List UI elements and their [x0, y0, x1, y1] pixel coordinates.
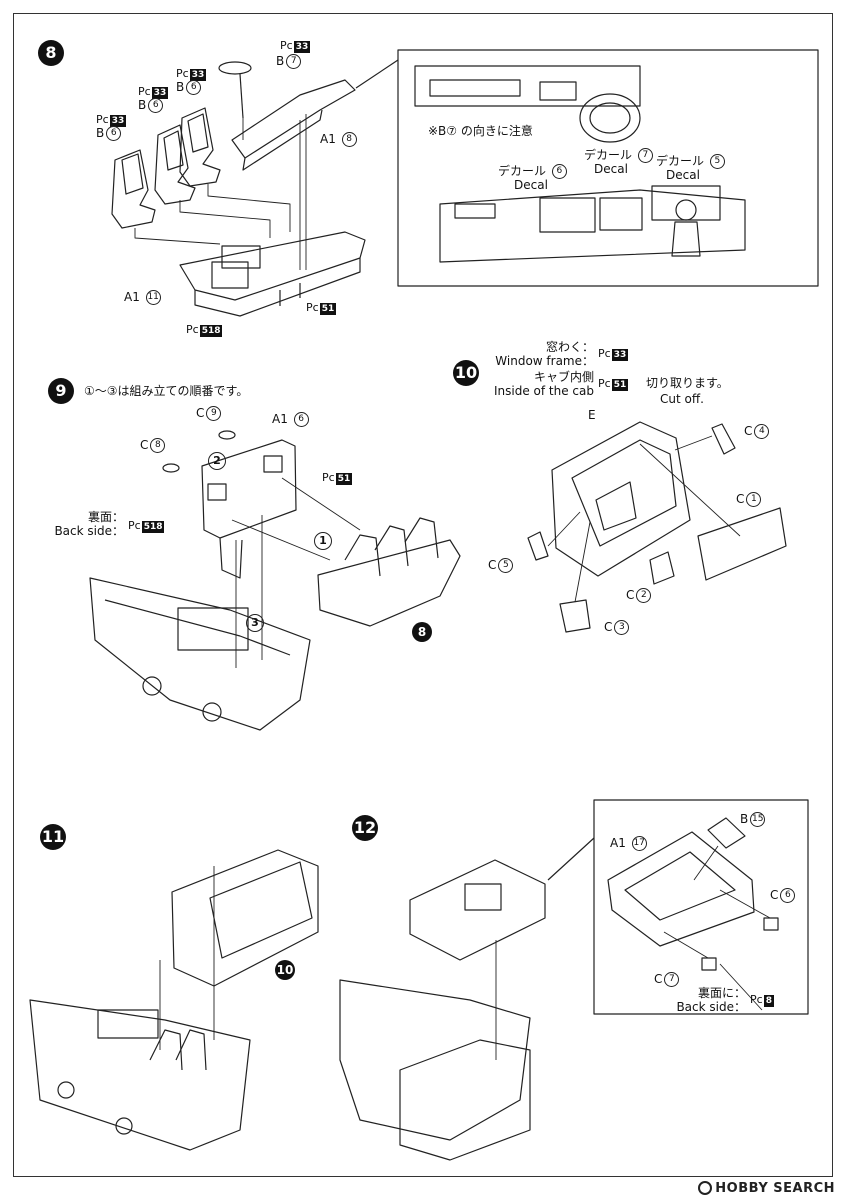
part-c6: [763, 917, 779, 931]
callout8-dash-top: [414, 65, 641, 107]
window-frame-jp: 窓わく：: [545, 340, 594, 354]
order-1: 1: [312, 532, 332, 550]
part-c8: [162, 463, 180, 473]
ref-step-10: 10: [275, 960, 295, 980]
ref-step-8: 8: [412, 622, 432, 642]
seat-assembly-9: [317, 517, 461, 627]
cab-11: [171, 849, 319, 987]
back-side12-en: Back side：: [676, 1000, 746, 1014]
part-label-a1-11: A1 11: [124, 290, 161, 305]
orientation-note: ※B⑦ の向きに注意: [428, 124, 533, 138]
callout8-wheel-zoom: [579, 93, 641, 143]
seat-left: [111, 149, 156, 229]
step-number-8: 8: [38, 40, 64, 66]
step-number-9: 9: [48, 378, 74, 404]
decal-label-7: デカール 7: [584, 148, 653, 163]
dashboard-part: [231, 79, 356, 171]
callout12-part: [607, 831, 755, 947]
chassis-12: [339, 979, 531, 1161]
order-3: 3: [244, 614, 264, 632]
callout8-dash-panel: [439, 185, 746, 263]
decal-label-6-en: Decal: [514, 178, 548, 192]
part-label-e: E: [588, 408, 596, 422]
cab-floor: [179, 231, 366, 317]
part-label-a1-6: A1 6: [272, 412, 309, 427]
steering-wheel: [218, 61, 252, 119]
page-frame: [13, 13, 833, 1177]
order-2: 2: [206, 452, 226, 470]
decal-label-5-en: Decal: [666, 168, 700, 182]
chassis-9: [89, 577, 311, 731]
decal-label-6: デカール 6: [498, 164, 567, 179]
cab-roof-12: [409, 859, 546, 961]
part-c7: [701, 957, 717, 971]
hobbysearch-logo-icon: [698, 1181, 713, 1195]
window-frame-en: Window frame：: [495, 354, 594, 368]
decal-label-7-en: Decal: [594, 162, 628, 176]
back-side12-jp: 裏面に：: [697, 986, 746, 1000]
back-side-label-en: Back side：: [54, 524, 124, 538]
part-c4: [711, 423, 736, 455]
part-c3: [559, 599, 591, 633]
cut-off-jp: 切り取ります。: [646, 376, 729, 390]
step-number-12: 12: [352, 815, 378, 841]
inside-cab-en: Inside of the cab: [493, 384, 594, 398]
part-c2: [649, 551, 675, 585]
cut-off-en: Cut off.: [660, 392, 704, 406]
part-b15: [707, 817, 746, 849]
part-c9: [218, 430, 236, 440]
decal-label-5: デカール 5: [656, 154, 725, 169]
cab-10: [551, 421, 691, 577]
chassis-11: [29, 999, 251, 1151]
part-label-a1-8: A1 8: [320, 132, 357, 147]
seat-mid: [154, 124, 196, 205]
cab-back-wall: [201, 439, 297, 579]
part-label-a1-17: A1 17: [610, 836, 647, 851]
inside-cab-jp: キャブ内側: [533, 370, 594, 384]
part-c5: [527, 531, 549, 561]
part-c1: [697, 507, 787, 581]
back-side-label-jp: 裏面：: [87, 510, 124, 524]
seat-right: [179, 107, 221, 187]
hobbysearch-watermark: HOBBY SEARCH: [698, 1181, 835, 1196]
step-number-11: 11: [40, 824, 66, 850]
assembly-order-note: ①～③は組み立ての順番です。: [84, 384, 249, 398]
step-number-10: 10: [453, 360, 479, 386]
